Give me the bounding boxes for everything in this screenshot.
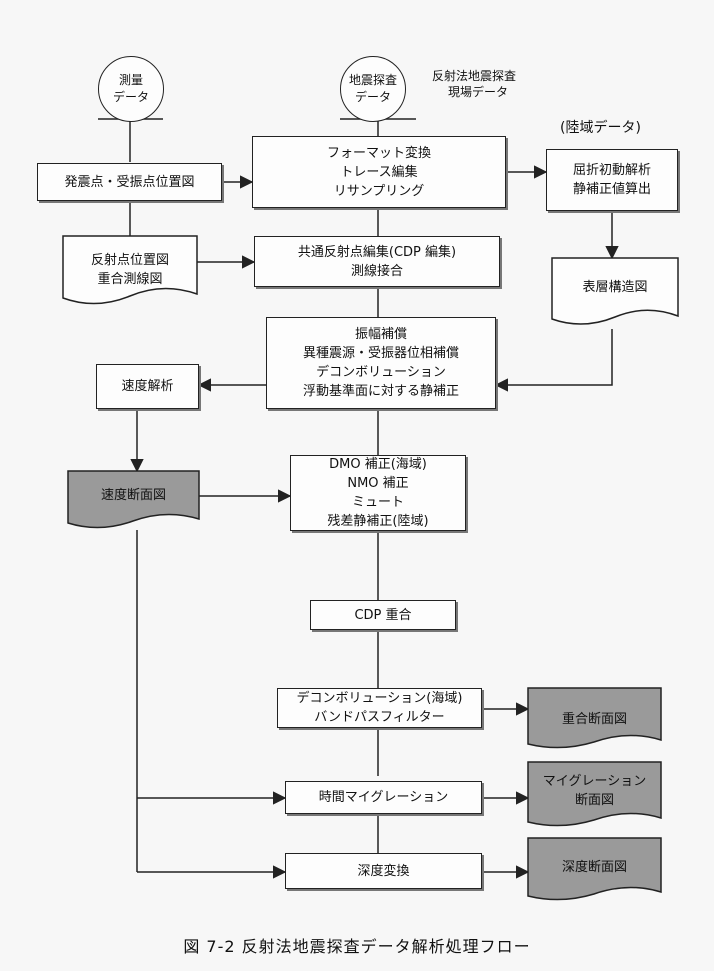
- seismic-data-node: 地震探査 データ: [340, 56, 406, 122]
- dmo-line-1: DMO 補正(海域): [329, 457, 427, 472]
- amp-line-3: デコンボリューション: [316, 365, 446, 380]
- field-data-note: 反射法地震探査 現場データ: [432, 68, 516, 100]
- mig-section-line-1: マイグレーション: [542, 774, 647, 789]
- land-data-label: (陸域データ): [560, 120, 641, 136]
- cdp-edit-line-1: 共通反射点編集(CDP 編集): [297, 244, 457, 260]
- deconvolution-bandpass-box: デコンボリューション(海域) バンドパスフィルター: [277, 688, 482, 728]
- refraction-line-2: 静補正値算出: [572, 182, 651, 197]
- surface-structure-doc: 表層構造図: [551, 257, 679, 329]
- format-line-1: フォーマット変換: [326, 145, 431, 161]
- time-migration-box: 時間マイグレーション: [285, 781, 482, 814]
- surface-line-1: 表層構造図: [582, 279, 648, 295]
- dmo-line-4: 残差静補正(陸域): [327, 514, 429, 529]
- dmo-nmo-box: DMO 補正(海域) NMO 補正 ミュート 残差静補正(陸域): [290, 455, 466, 531]
- cdp-stack-box: CDP 重合: [310, 600, 456, 630]
- survey-line-2: データ: [112, 90, 149, 104]
- reflect-line-2: 重合測線図: [97, 272, 163, 287]
- format-conversion-box: フォーマット変換 トレース編集 リサンプリング: [252, 136, 506, 208]
- stack-section-line-1: 重合断面図: [561, 711, 627, 727]
- field-note-line-1: 反射法地震探査: [432, 69, 517, 83]
- cdp-edit-line-2: 測線接合: [350, 263, 403, 279]
- refraction-line-1: 屈折初動解析: [572, 163, 651, 178]
- vel-section-line-1: 速度断面図: [100, 487, 166, 503]
- amplitude-compensation-box: 振幅補償 異種震源・受振器位相補償 デコンボリューション 浮動基準面に対する静補…: [266, 317, 496, 409]
- reflect-line-1: 反射点位置図: [90, 253, 169, 268]
- dmo-line-2: NMO 補正: [347, 476, 409, 491]
- amp-line-1: 振幅補償: [354, 327, 407, 342]
- reflection-point-map-doc: 反射点位置図 重合測線図: [62, 235, 198, 308]
- depth-section-doc: 深度断面図: [527, 837, 662, 904]
- cdp-stack-line-1: CDP 重合: [354, 607, 412, 623]
- seismic-line-2: データ: [354, 90, 391, 104]
- shot-receiver-map-box: 発震点・受振点位置図: [37, 163, 222, 201]
- refraction-analysis-box: 屈折初動解析 静補正値算出: [546, 149, 678, 211]
- seismic-line-1: 地震探査: [348, 73, 397, 87]
- amp-line-2: 異種震源・受振器位相補償: [302, 346, 459, 361]
- velocity-analysis-box: 速度解析: [96, 364, 199, 409]
- decon-line-1: デコンボリューション(海域): [296, 691, 463, 706]
- velocity-section-doc: 速度断面図: [67, 470, 200, 533]
- migration-section-doc: マイグレーション 断面図: [527, 761, 662, 830]
- cdp-edit-box: 共通反射点編集(CDP 編集) 測線接合: [254, 236, 500, 287]
- amp-line-4: 浮動基準面に対する静補正: [302, 384, 459, 399]
- depth-section-line-1: 深度断面図: [561, 859, 627, 875]
- depth-conv-line-1: 深度変換: [357, 863, 410, 879]
- format-line-2: トレース編集: [340, 164, 418, 180]
- decon-line-2: バンドパスフィルター: [314, 710, 445, 725]
- vel-line-1: 速度解析: [121, 379, 174, 394]
- survey-data-node: 測量 データ: [98, 56, 164, 122]
- figure-caption: 図 7-2 反射法地震探査データ解析処理フロー: [183, 937, 531, 956]
- stack-section-doc: 重合断面図: [527, 687, 662, 752]
- format-line-3: リサンプリング: [333, 183, 425, 199]
- survey-line-1: 測量: [118, 73, 143, 87]
- field-note-line-2: 現場データ: [448, 85, 509, 99]
- shot-line-1: 発震点・受振点位置図: [64, 174, 195, 190]
- depth-conversion-box: 深度変換: [285, 853, 482, 889]
- mig-section-line-2: 断面図: [574, 793, 614, 808]
- time-mig-line-1: 時間マイグレーション: [318, 790, 449, 805]
- dmo-line-3: ミュート: [351, 495, 404, 510]
